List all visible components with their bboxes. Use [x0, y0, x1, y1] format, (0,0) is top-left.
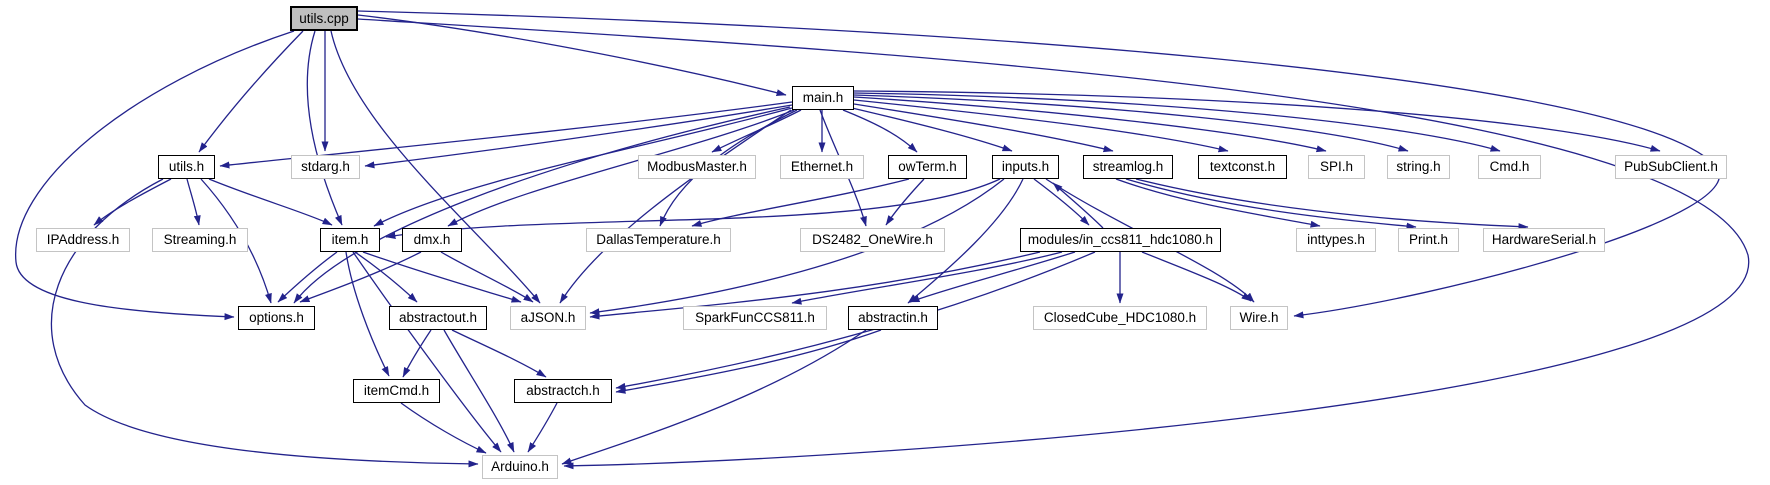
edge-abstractin_h-to-abstractch_h [615, 329, 882, 394]
edge-main_h-to-ajson_h [559, 109, 792, 304]
node-streamlog_h[interactable]: streamlog.h [1083, 155, 1173, 179]
edge-inputs_h-to-ajson_h [589, 178, 1005, 316]
node-item_h[interactable]: item.h [320, 228, 380, 252]
edge-utils_h-to-streaming_h [186, 178, 201, 226]
edge-main_h-to-pubsubclient_h [853, 90, 1661, 152]
node-stdarg_h: stdarg.h [291, 155, 360, 179]
node-inttypes_h: inttypes.h [1296, 228, 1376, 252]
edge-main_h-to-inputs_h [851, 107, 1013, 152]
edge-abstractout_h-to-arduino_h [443, 329, 515, 453]
node-dallastemperature_h: DallasTemperature.h [586, 228, 731, 252]
edge-abstractout_h-to-abstractch_h [451, 329, 547, 378]
edge-main_h-to-stdarg_h [364, 104, 793, 169]
node-modbusmaster_h: ModbusMaster.h [638, 155, 756, 179]
edge-main_h-to-dmx_h [447, 109, 795, 227]
edge-utils_cpp-to-ajson_h [330, 30, 541, 304]
edge-modules_in_ccs811_hdc1080_h-to-wire_h [1141, 251, 1252, 302]
edge-modules_in_ccs811_hdc1080_h-to-abstractch_h [615, 251, 1096, 390]
edge-utils_h-to-item_h [208, 178, 333, 226]
node-itemcmd_h[interactable]: itemCmd.h [353, 379, 440, 403]
node-utils_cpp: utils.cpp [290, 6, 358, 31]
node-modules_in_ccs811_hdc1080_h[interactable]: modules/in_ccs811_hdc1080.h [1020, 228, 1221, 252]
edge-owterm_h-to-ds2482_onewire_h [885, 178, 925, 226]
edge-modules_in_ccs811_hdc1080_h-to-ajson_h [589, 251, 1041, 320]
edge-utils_h-to-ipaddress_h [93, 178, 172, 226]
edge-main_h-to-textconst_h [853, 99, 1229, 153]
edge-main_h-to-item_h [373, 107, 793, 227]
edge-main_h-to-string_h [853, 94, 1409, 152]
edge-utils_cpp-to-main_h [357, 14, 787, 97]
edge-main_h-to-owterm_h [842, 109, 918, 153]
edge-dmx_h-to-options_h [299, 251, 422, 303]
edge-utils_cpp-to-item_h [306, 30, 343, 226]
edge-main_h-to-cmd_h [853, 92, 1501, 152]
node-inputs_h[interactable]: inputs.h [992, 155, 1059, 179]
node-streaming_h: Streaming.h [152, 228, 248, 252]
edge-inputs_h-to-item_h [385, 178, 1001, 240]
edge-modules_in_ccs811_hdc1080_h-to-sparkfunccs811_h [791, 251, 1063, 305]
node-wire_h: Wire.h [1230, 306, 1288, 330]
node-abstractout_h[interactable]: abstractout.h [389, 306, 487, 330]
node-owterm_h[interactable]: owTerm.h [888, 155, 967, 179]
edge-owterm_h-to-dallastemperature_h [691, 178, 910, 227]
edge-inputs_h-to-abstractin_h [907, 178, 1024, 304]
edge-item_h-to-options_h [277, 251, 338, 303]
edge-dmx_h-to-ajson_h [440, 251, 534, 303]
node-arduino_h: Arduino.h [482, 455, 558, 479]
node-ajson_h: aJSON.h [510, 306, 586, 330]
node-ds2482_onewire_h: DS2482_OneWire.h [800, 228, 945, 252]
edge-abstractout_h-to-itemcmd_h [402, 329, 432, 378]
node-cmd_h: Cmd.h [1478, 155, 1541, 179]
node-print_h: Print.h [1398, 228, 1459, 252]
edge-main_h-to-spi_h [853, 96, 1327, 153]
node-textconst_h[interactable]: textconst.h [1198, 155, 1287, 179]
node-pubsubclient_h: PubSubClient.h [1615, 155, 1727, 179]
node-ethernet_h: Ethernet.h [780, 155, 864, 179]
edge-abstractin_h-to-arduino_h [561, 329, 867, 465]
edge-utils_cpp-to-wire_h [357, 10, 1720, 319]
node-options_h[interactable]: options.h [238, 306, 315, 330]
edge-inputs_h-to-modules_in_ccs811_hdc1080_h [1033, 178, 1090, 226]
edge-modules_in_ccs811_hdc1080_h-to-abstractin_h [909, 251, 1076, 303]
edge-item_h-to-arduino_h [352, 251, 502, 453]
node-utils_h[interactable]: utils.h [158, 155, 215, 179]
node-hardwareserial_h: HardwareSerial.h [1483, 228, 1605, 252]
node-main_h[interactable]: main.h [792, 86, 854, 110]
edge-streamlog_h-to-inttypes_h [1115, 178, 1321, 228]
node-abstractch_h[interactable]: abstractch.h [514, 379, 612, 403]
edge-itemcmd_h-to-arduino_h [400, 402, 487, 454]
node-ipaddress_h: IPAddress.h [36, 228, 130, 252]
node-dmx_h[interactable]: dmx.h [402, 228, 462, 252]
edge-utils_cpp-to-utils_h [198, 30, 304, 153]
edge-utils_cpp-to-arduino_h [357, 18, 1750, 470]
edge-streamlog_h-to-hardwareserial_h [1135, 178, 1529, 231]
node-spi_h: SPI.h [1308, 155, 1365, 179]
edge-modules_in_ccs811_hdc1080_h-to-inputs_h [1052, 182, 1104, 229]
node-string_h: string.h [1387, 155, 1450, 179]
edge-main_h-to-options_h [293, 106, 791, 304]
edge-main_h-to-utils_h [219, 101, 793, 169]
edge-utils_cpp-to-options_h [15, 30, 295, 321]
edge-item_h-to-itemcmd_h [345, 251, 390, 377]
node-sparkfunccs811_h: SparkFunCCS811.h [683, 306, 827, 330]
edge-item_h-to-abstractout_h [354, 251, 418, 303]
edge-streamlog_h-to-print_h [1125, 178, 1417, 230]
edge-item_h-to-ajson_h [362, 251, 522, 303]
node-closedcube_hdc1080_h: ClosedCube_HDC1080.h [1033, 306, 1207, 330]
edge-abstractch_h-to-arduino_h [527, 402, 558, 453]
node-abstractin_h[interactable]: abstractin.h [848, 306, 938, 330]
edge-main_h-to-streamlog_h [853, 103, 1114, 153]
